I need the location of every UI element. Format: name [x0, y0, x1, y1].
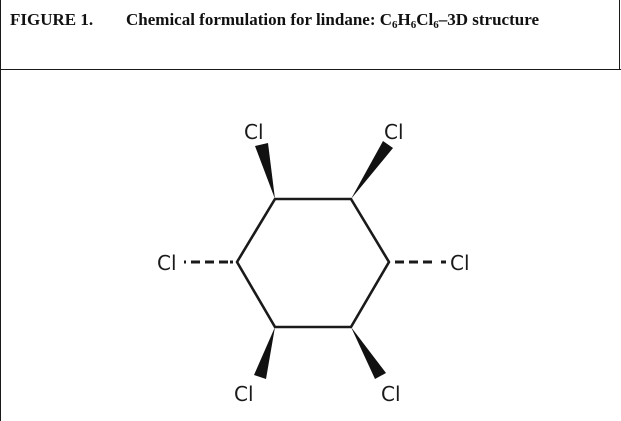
wedge-bond-bottom-left — [254, 327, 275, 379]
caption-divider — [0, 69, 621, 71]
frame-right-border — [619, 0, 621, 70]
title-prefix: Chemical formulation for lindane: C — [126, 10, 393, 29]
wedge-bond-bottom-right — [351, 327, 386, 379]
atom-label-right: Cl — [450, 251, 470, 275]
subscript-cl: 6 — [433, 19, 439, 31]
atom-label-left: Cl — [157, 251, 177, 275]
subscript-h: 6 — [410, 19, 417, 31]
wedge-bond-top-left — [255, 143, 275, 199]
title-suffix: –3D structure — [438, 10, 539, 29]
atom-label-bottom-left: Cl — [234, 382, 254, 406]
atom-label-top-right: Cl — [384, 120, 404, 144]
title-h: H — [397, 10, 411, 29]
frame-left-border — [0, 0, 2, 421]
figure-title: Chemical formulation for lindane: C6H6Cl… — [126, 9, 606, 31]
figure-label: FIGURE 1. — [10, 10, 94, 29]
subscript-c: 6 — [392, 19, 398, 31]
title-cl: Cl — [416, 10, 434, 29]
wedge-bond-top-right — [351, 141, 393, 199]
lindane-structure-diagram: Cl Cl Cl Cl Cl Cl — [157, 120, 470, 406]
atom-label-top-left: Cl — [244, 120, 264, 144]
cyclohexane-ring — [235, 197, 391, 329]
atom-label-bottom-right: Cl — [381, 382, 401, 406]
